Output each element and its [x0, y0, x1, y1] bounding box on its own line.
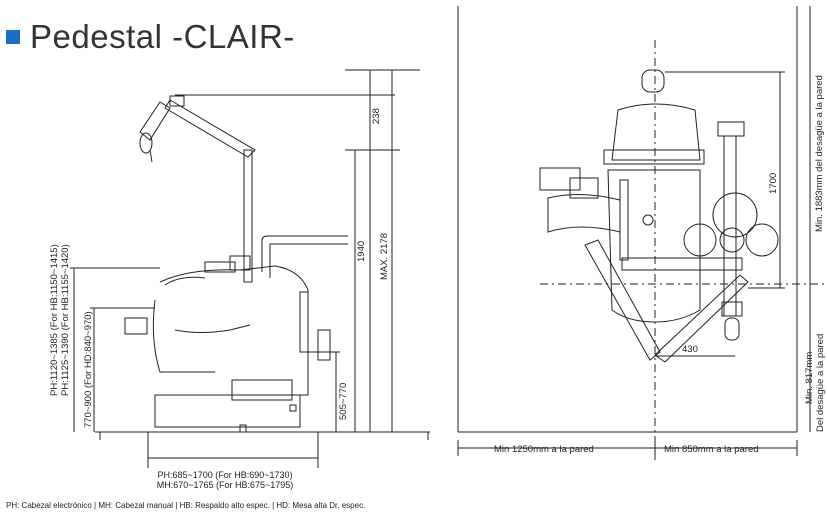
- title-block: Pedestal -CLAIR-: [6, 18, 295, 56]
- dim-ph-1: PH:1120~1385 (For HB:1150~1415): [49, 244, 60, 396]
- dim-1700: 1700: [768, 173, 779, 194]
- right-chair-drawing: [539, 69, 779, 363]
- left-bottom-caption: PH:685~1700 (For HB:690~1730) MH:670~176…: [100, 470, 350, 490]
- caption-line-2: MH:670~1765 (For HB:675~1795): [156, 480, 294, 490]
- left-dimension-lines: [70, 69, 420, 468]
- dim-505: 505~770: [338, 383, 349, 420]
- dim-ph-2: PH:1125~1390 (For HB:1155~1420): [60, 244, 71, 396]
- side-817-label-b: Del desagüe a la pared: [815, 334, 826, 432]
- dim-1940: 1940: [356, 241, 367, 262]
- right-room-walls: [457, 6, 827, 460]
- right-dimension-lines: [457, 6, 811, 456]
- dim-max-2178: MAX. 2178: [379, 233, 390, 280]
- title-square-icon: [6, 30, 20, 44]
- wall-right-label: Min 850mm a la pared: [664, 444, 759, 455]
- footnote: PH: Cabezal electrónico | MH: Cabezal ma…: [6, 501, 366, 510]
- caption-line-1: PH:685~1700 (For HB:690~1730): [157, 470, 293, 480]
- page-title: Pedestal -CLAIR-: [30, 18, 295, 55]
- wall-left-label: Min 1250mm a la pared: [494, 444, 594, 455]
- dim-430: 430: [682, 344, 698, 355]
- left-chair-drawing: [95, 94, 430, 440]
- dim-238: 238: [371, 108, 382, 124]
- side-1883-label: Min. 1883mm del desagüe a la pared: [814, 75, 825, 232]
- dim-hd: 770~900 (For HD:840~970): [83, 311, 94, 428]
- side-817-label-a: Min. 817mm: [804, 352, 815, 404]
